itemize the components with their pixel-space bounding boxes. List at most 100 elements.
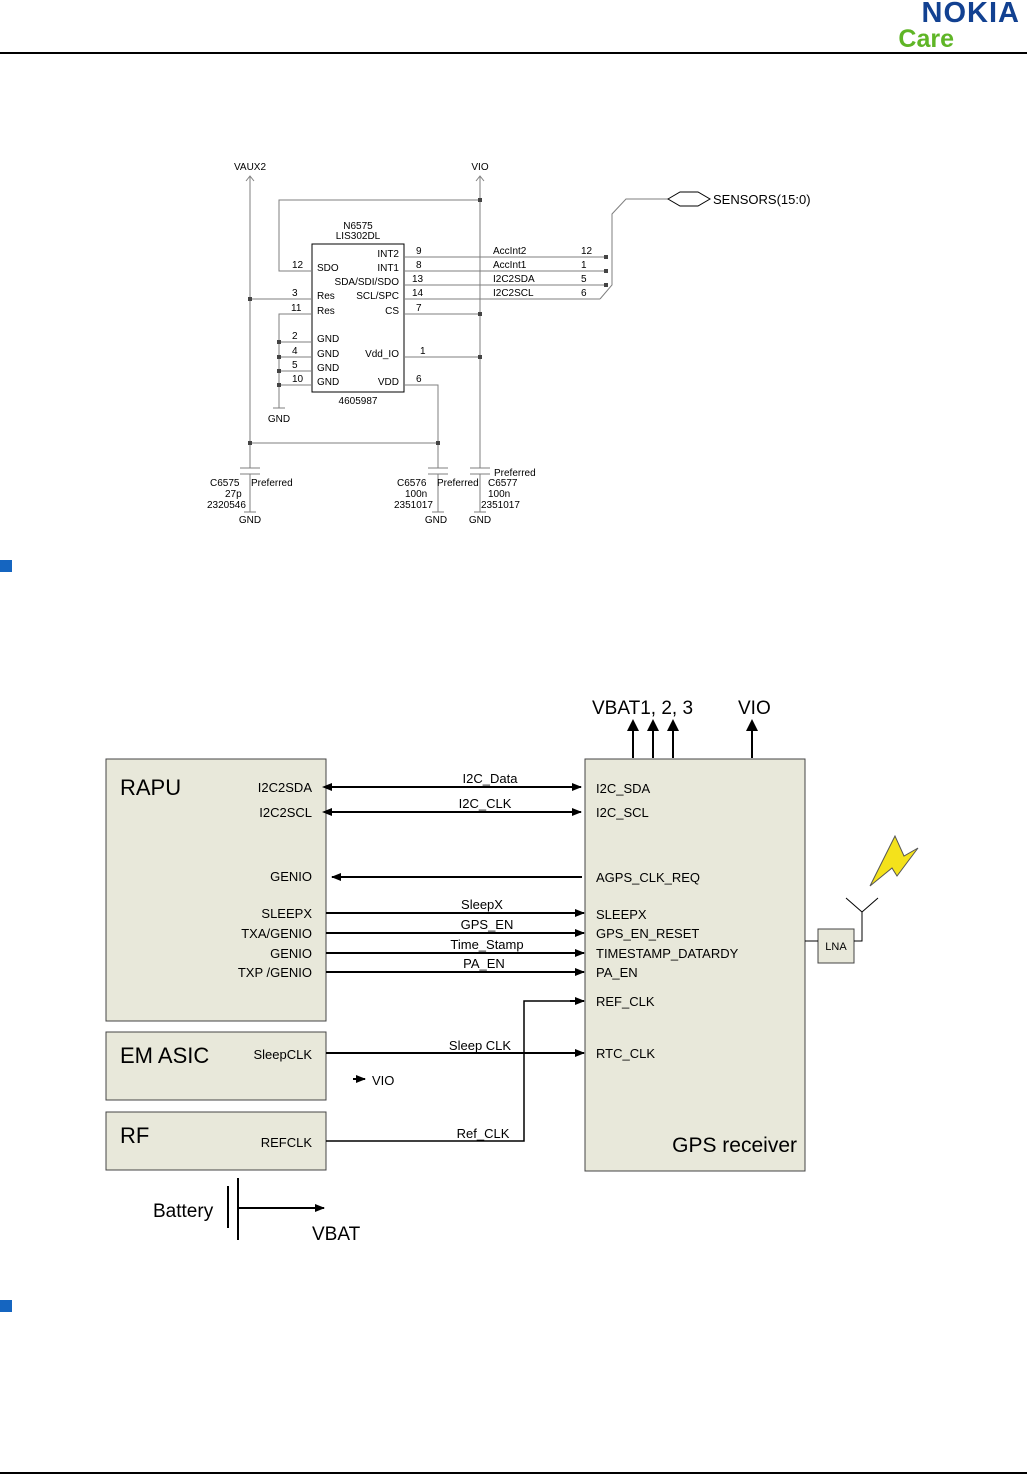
pin-number: 1 — [420, 346, 426, 357]
net-label: I2C2SDA — [493, 274, 535, 285]
cap-value: 27p — [225, 489, 242, 500]
bus-index: 12 — [581, 246, 593, 257]
pin-name: GND — [317, 377, 339, 388]
junction-dots — [248, 198, 608, 445]
nokia-logo: NOKIA — [922, 0, 1020, 29]
gps-receiver-block — [584, 758, 806, 1172]
pin-name: GND — [317, 363, 339, 374]
pin-name: Res — [317, 306, 335, 317]
rapu-pin: I2C2SDA — [258, 780, 313, 795]
pin-number: 6 — [416, 374, 422, 385]
bus-connector-icon — [667, 191, 711, 207]
power-stems — [632, 729, 753, 758]
pin-name: INT1 — [377, 263, 399, 274]
pin-name: CS — [385, 306, 399, 317]
lightning-icon — [869, 834, 919, 887]
em-asic-block — [105, 1031, 327, 1101]
gps-pin: I2C_SCL — [596, 805, 649, 820]
accelerometer-schematic: VAUX2 VIO N6575 LIS302DL 4605987 INT2 IN… — [207, 162, 811, 526]
gps-vio-label: VIO — [738, 698, 771, 719]
gps-pin: RTC_CLK — [596, 1046, 655, 1061]
gps-pin: TIMESTAMP_DATARDY — [596, 946, 739, 961]
wire-res11-gnd — [278, 313, 312, 408]
gps-pin: PA_EN — [596, 965, 638, 980]
rf-title: RF — [120, 1123, 149, 1148]
cap-code: 2320546 — [207, 500, 246, 511]
wire-sdo — [278, 199, 480, 272]
rapu-pin: SLEEPX — [261, 906, 312, 921]
pin-name: SDA/SDI/SDO — [335, 277, 400, 288]
em-asic-pin: SleepCLK — [253, 1047, 312, 1062]
em-asic-title: EM ASIC — [120, 1043, 209, 1068]
pin-name: GND — [317, 334, 339, 345]
bus-index: 1 — [581, 260, 587, 271]
signal-label: PA_EN — [463, 956, 505, 971]
battery-label: Battery — [153, 1201, 214, 1222]
bus-index: 5 — [581, 274, 587, 285]
pin-number: 4 — [292, 346, 298, 357]
cap-preferred: Preferred — [494, 468, 536, 479]
cap-gnd: GND — [425, 515, 447, 526]
bus-index: 6 — [581, 288, 587, 299]
net-label: AccInt1 — [493, 260, 527, 271]
vaux2-rail — [245, 175, 255, 468]
cap-code: 2351017 — [481, 500, 520, 511]
signal-label: I2C_Data — [463, 771, 519, 786]
signal-label: I2C_CLK — [459, 796, 512, 811]
pin-number: 14 — [412, 288, 424, 299]
rapu-pin: I2C2SCL — [259, 805, 312, 820]
pin-number: 2 — [292, 331, 298, 342]
cap-code: 2351017 — [394, 500, 433, 511]
section-bullet — [0, 560, 12, 572]
wire-vdd — [404, 384, 439, 468]
sensors-bus-line — [599, 198, 668, 300]
pin-number: 7 — [416, 303, 422, 314]
page-header: NOKIA Care — [0, 0, 1027, 54]
pin-number: 8 — [416, 260, 422, 271]
capacitor-c6577: Preferred C6577 100n 2351017 GND — [469, 467, 536, 526]
rapu-pin: TXP /GENIO — [238, 965, 312, 980]
cap-gnd: GND — [239, 515, 261, 526]
gps-pin: SLEEPX — [596, 907, 647, 922]
em-vio-label: VIO — [372, 1073, 394, 1088]
cap-preferred: Preferred — [251, 478, 293, 489]
pin-number: 11 — [291, 303, 302, 314]
net-label: I2C2SCL — [493, 288, 534, 299]
ic-code: 4605987 — [339, 396, 378, 407]
ic-body — [311, 243, 405, 393]
pin-number: 10 — [292, 374, 304, 385]
battery-symbol-icon — [227, 1178, 239, 1240]
lna-block — [817, 928, 855, 964]
pin-name: Res — [317, 291, 335, 302]
section-bullet — [0, 1300, 12, 1312]
pin-name: Vdd_IO — [365, 349, 399, 360]
vaux2-label: VAUX2 — [234, 162, 266, 173]
lna-label: LNA — [825, 941, 847, 953]
pin-name: GND — [317, 349, 339, 360]
pin-number: 13 — [412, 274, 424, 285]
pin-number: 12 — [292, 260, 304, 271]
rapu-pin: TXA/GENIO — [241, 926, 312, 941]
power-arrowheads — [627, 719, 758, 731]
signal-label: Ref_CLK — [457, 1126, 510, 1141]
gps-block-diagram: RAPU EM ASIC RF GPS receiver LNA I2C2SDA… — [105, 698, 919, 1245]
vio-rail-label: VIO — [471, 162, 488, 173]
capacitor-c6575: C6575 Preferred 27p 2320546 GND — [207, 467, 293, 526]
ic-ref: N6575 — [343, 221, 373, 232]
pin-number: 5 — [292, 360, 298, 371]
capacitor-c6576: C6576 Preferred 100n 2351017 GND — [394, 467, 479, 526]
care-logo: Care — [898, 25, 954, 53]
gnd-label: GND — [268, 414, 290, 425]
wire-gnd-pins — [279, 341, 312, 386]
ic-part: LIS302DL — [336, 231, 381, 242]
cap-ref: C6576 — [397, 478, 427, 489]
vbat-label: VBAT — [312, 1224, 361, 1245]
rapu-pin: GENIO — [270, 869, 312, 884]
pin-number: 9 — [416, 246, 422, 257]
vbat-rails-label: VBAT1, 2, 3 — [592, 698, 693, 719]
rf-pin: REFCLK — [261, 1135, 313, 1150]
rapu-title: RAPU — [120, 775, 181, 800]
rapu-pin: GENIO — [270, 946, 312, 961]
cap-gnd: GND — [469, 515, 491, 526]
